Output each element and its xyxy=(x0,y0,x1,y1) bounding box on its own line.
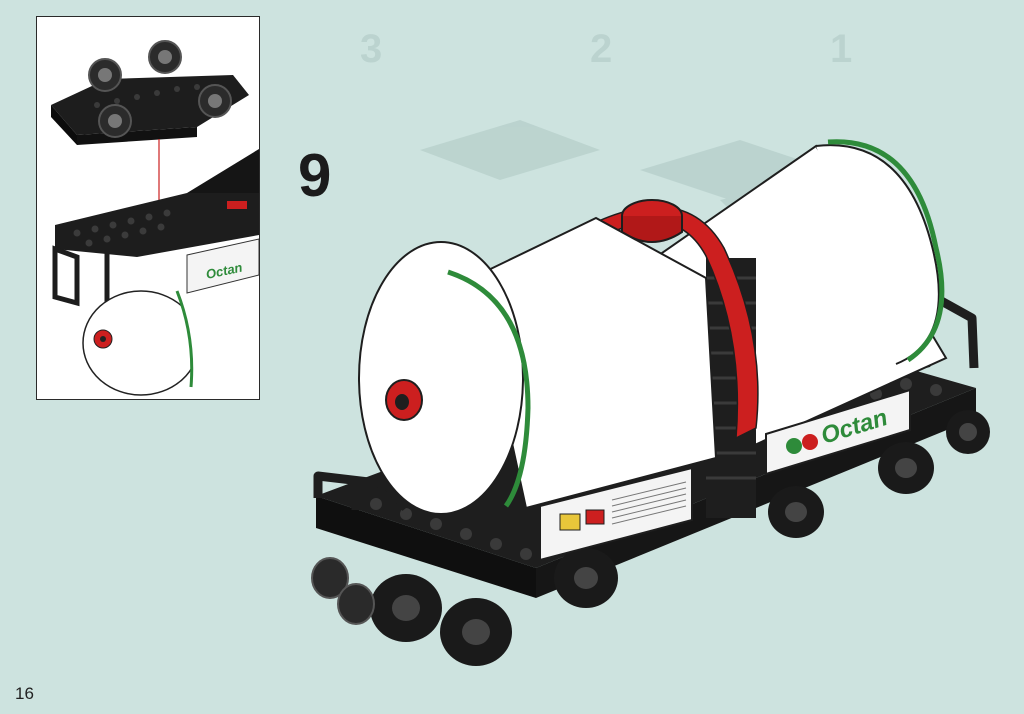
tank-hoop xyxy=(590,205,759,440)
buffers xyxy=(311,557,375,625)
step-number: 9 xyxy=(298,142,332,209)
inset-panel: Octan xyxy=(36,16,260,400)
svg-text:1: 1 xyxy=(830,27,852,71)
tank-front-half xyxy=(358,216,718,515)
sign-plate xyxy=(765,388,911,476)
tank-wagon-end-icon xyxy=(52,149,259,396)
tank-wagon-model: Octan xyxy=(311,139,990,666)
wheel-bogie-icon xyxy=(51,40,249,145)
svg-text:2: 2 xyxy=(590,27,612,71)
control-panel-icon xyxy=(539,466,693,562)
svg-text:3: 3 xyxy=(360,27,382,71)
inset-illustration: Octan xyxy=(51,40,259,396)
filler-cap-icon xyxy=(621,199,683,243)
page-number: 16 xyxy=(15,684,34,703)
wheel-sets xyxy=(370,410,990,666)
